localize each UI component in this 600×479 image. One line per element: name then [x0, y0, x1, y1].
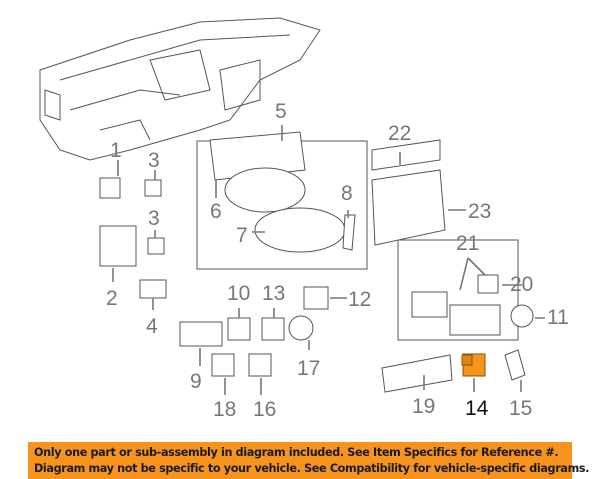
callout-14: 14	[465, 397, 489, 420]
callout-8: 8	[341, 182, 353, 205]
dashboard-illustration	[39, 17, 321, 161]
callout-3b: 3	[148, 207, 160, 230]
callout-15: 15	[509, 397, 532, 420]
callout-6: 6	[210, 200, 222, 223]
callout-20: 20	[510, 273, 533, 296]
callout-4: 4	[146, 315, 158, 338]
callout-7: 7	[236, 224, 248, 247]
callout-19: 19	[412, 395, 435, 418]
control-assembly-box	[397, 239, 519, 341]
disclaimer-line-2: Diagram may not be specific to your vehi…	[34, 462, 590, 475]
callout-17: 17	[297, 357, 320, 380]
callout-18: 18	[213, 398, 236, 421]
callout-13: 13	[262, 282, 285, 305]
part-14-highlighted[interactable]	[461, 353, 486, 377]
small-parts	[99, 177, 526, 393]
callout-3a: 3	[148, 149, 160, 172]
callout-16: 16	[253, 398, 276, 421]
callout-21: 21	[456, 232, 479, 255]
callout-22: 22	[388, 122, 411, 145]
control-parts	[371, 139, 534, 336]
callout-12: 12	[348, 288, 371, 311]
callout-9: 9	[190, 370, 202, 393]
disclaimer-banner: Only one part or sub-assembly in diagram…	[28, 442, 590, 479]
callout-1: 1	[110, 139, 122, 162]
callout-5: 5	[275, 100, 287, 123]
leader-lines	[112, 125, 545, 395]
callout-11: 11	[547, 306, 569, 329]
callout-2: 2	[106, 287, 118, 310]
callout-23: 23	[468, 200, 491, 223]
instrument-cluster-parts	[209, 131, 356, 253]
disclaimer-line-1: Only one part or sub-assembly in diagram…	[34, 446, 559, 459]
callout-10: 10	[227, 282, 250, 305]
